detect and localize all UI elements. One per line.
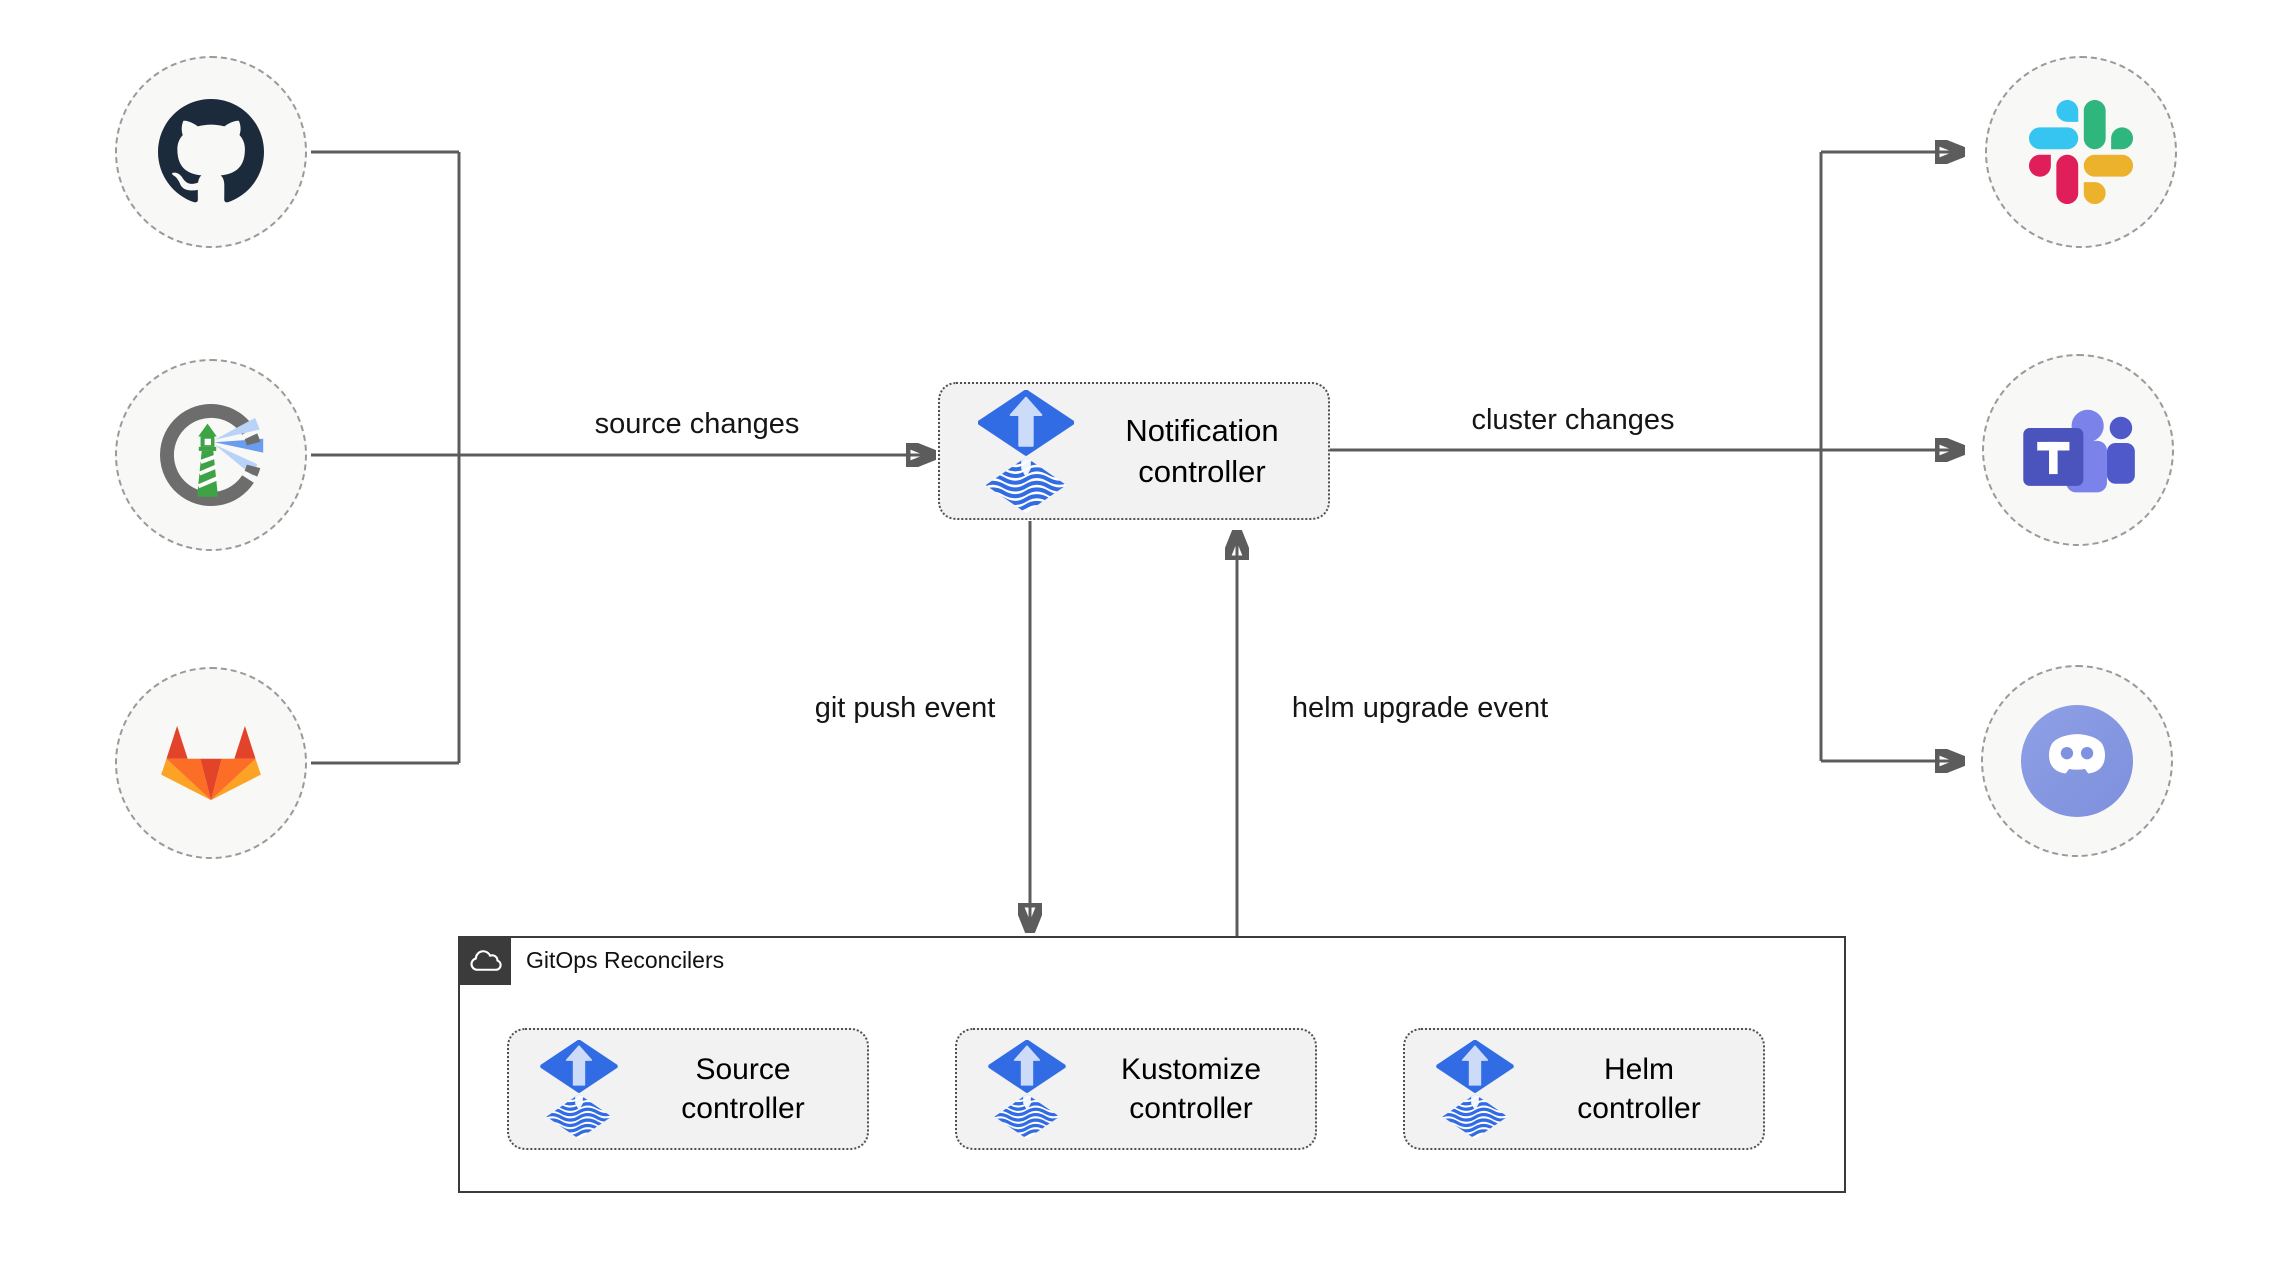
gitlab-node (115, 667, 307, 859)
git-push-event-label: git push event (808, 692, 1002, 725)
source-controller-node: Source controller (507, 1028, 869, 1150)
notification-controller-node: Notification controller (938, 382, 1330, 520)
discord-icon (2021, 705, 2133, 817)
slack-icon (2029, 100, 2133, 204)
github-node (115, 56, 307, 248)
teams-node (1982, 354, 2174, 546)
github-icon (158, 99, 264, 203)
flux-icon (539, 1040, 619, 1139)
gitops-group-title: GitOps Reconcilers (526, 947, 725, 973)
harbor-node (115, 359, 307, 551)
helm-upgrade-event-label: helm upgrade event (1285, 692, 1555, 725)
teams-icon (2023, 409, 2135, 492)
gitlab-icon (161, 725, 261, 801)
discord-node (1981, 665, 2173, 857)
source-changes-label: source changes (588, 408, 806, 441)
helm-controller-label: Helm controller (1577, 1053, 1701, 1125)
source-controller-label: Source controller (681, 1053, 805, 1125)
gitops-group-tab (458, 936, 511, 985)
harbor-icon (160, 403, 264, 507)
helm-controller-node: Helm controller (1403, 1028, 1765, 1150)
flux-icon (987, 1040, 1067, 1139)
slack-node (1985, 56, 2177, 248)
flux-icon (976, 390, 1076, 513)
cloud-icon (469, 949, 502, 971)
flux-icon (1435, 1040, 1515, 1139)
cluster-changes-label: cluster changes (1465, 404, 1681, 437)
kustomize-controller-label: Kustomize controller (1120, 1053, 1262, 1125)
kustomize-controller-node: Kustomize controller (955, 1028, 1317, 1150)
notification-controller-label: Notification controller (1125, 413, 1279, 489)
